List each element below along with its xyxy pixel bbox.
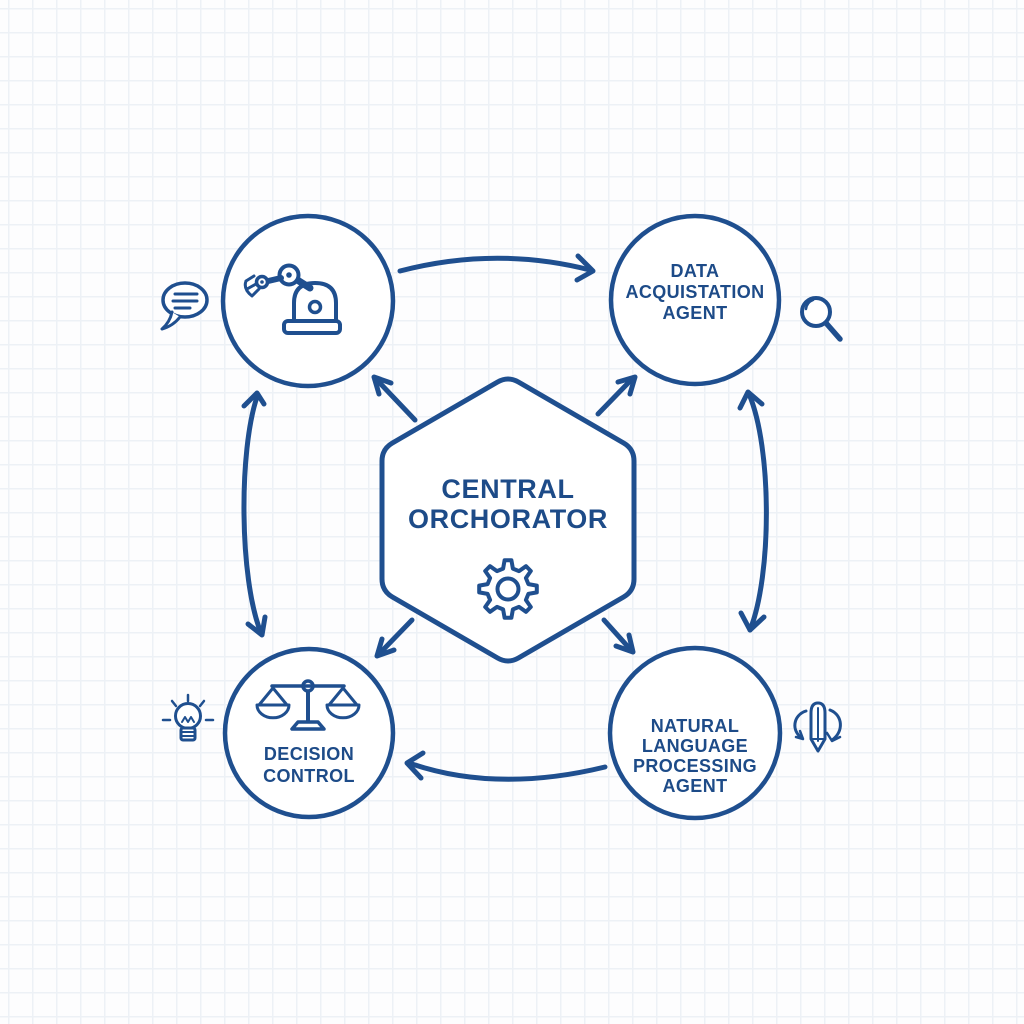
hub-arrow-top-right (595, 374, 638, 417)
lightbulb-icon (161, 693, 215, 742)
node-label-line: CONTROL (263, 766, 355, 786)
node-label-line: NATURAL (650, 716, 740, 736)
central-hexagon (379, 376, 637, 664)
node-label-line: DATA (670, 261, 720, 281)
speech-bubble-icon (160, 281, 209, 331)
pen-rotate-icon (793, 701, 842, 753)
node-label-line: DECISION (263, 744, 355, 764)
flow-arrow-bottom (404, 750, 608, 782)
central-node-label-line: ORCHORATOR (408, 504, 608, 534)
scales-icon (255, 679, 361, 731)
flow-arrow-left-twoway (241, 390, 268, 638)
gear-icon (477, 558, 539, 620)
central-node-label-line: CENTRAL (441, 474, 575, 504)
hub-arrow-bottom-right (601, 617, 636, 655)
node-circle-decision-control (222, 646, 396, 820)
nlp-node-label: NATURAL LANGUAGE PROCESSING AGENT (595, 716, 795, 796)
node-circle-nlp (607, 645, 783, 821)
flow-arrow-top (397, 253, 596, 283)
data-acquisition-node-label: DATA ACQUISTATION AGENT (595, 261, 795, 324)
node-label-line: AGENT (662, 776, 728, 796)
central-node-label: CENTRAL ORCHORATOR (368, 474, 648, 534)
decision-control-node-label: DECISION CONTROL (229, 743, 389, 787)
node-label-line: LANGUAGE (641, 736, 749, 756)
node-circle-data-acquisition (608, 213, 782, 387)
node-label-line: AGENT (662, 303, 728, 323)
robot-arm-icon (243, 263, 342, 335)
hub-arrow-top-left (371, 374, 418, 423)
hub-arrow-bottom-left (374, 617, 415, 659)
node-label-line: ACQUISTATION (625, 282, 765, 302)
magnifier-icon (800, 296, 843, 342)
flow-arrow-right-twoway (737, 389, 769, 633)
node-label-line: PROCESSING (632, 756, 758, 776)
